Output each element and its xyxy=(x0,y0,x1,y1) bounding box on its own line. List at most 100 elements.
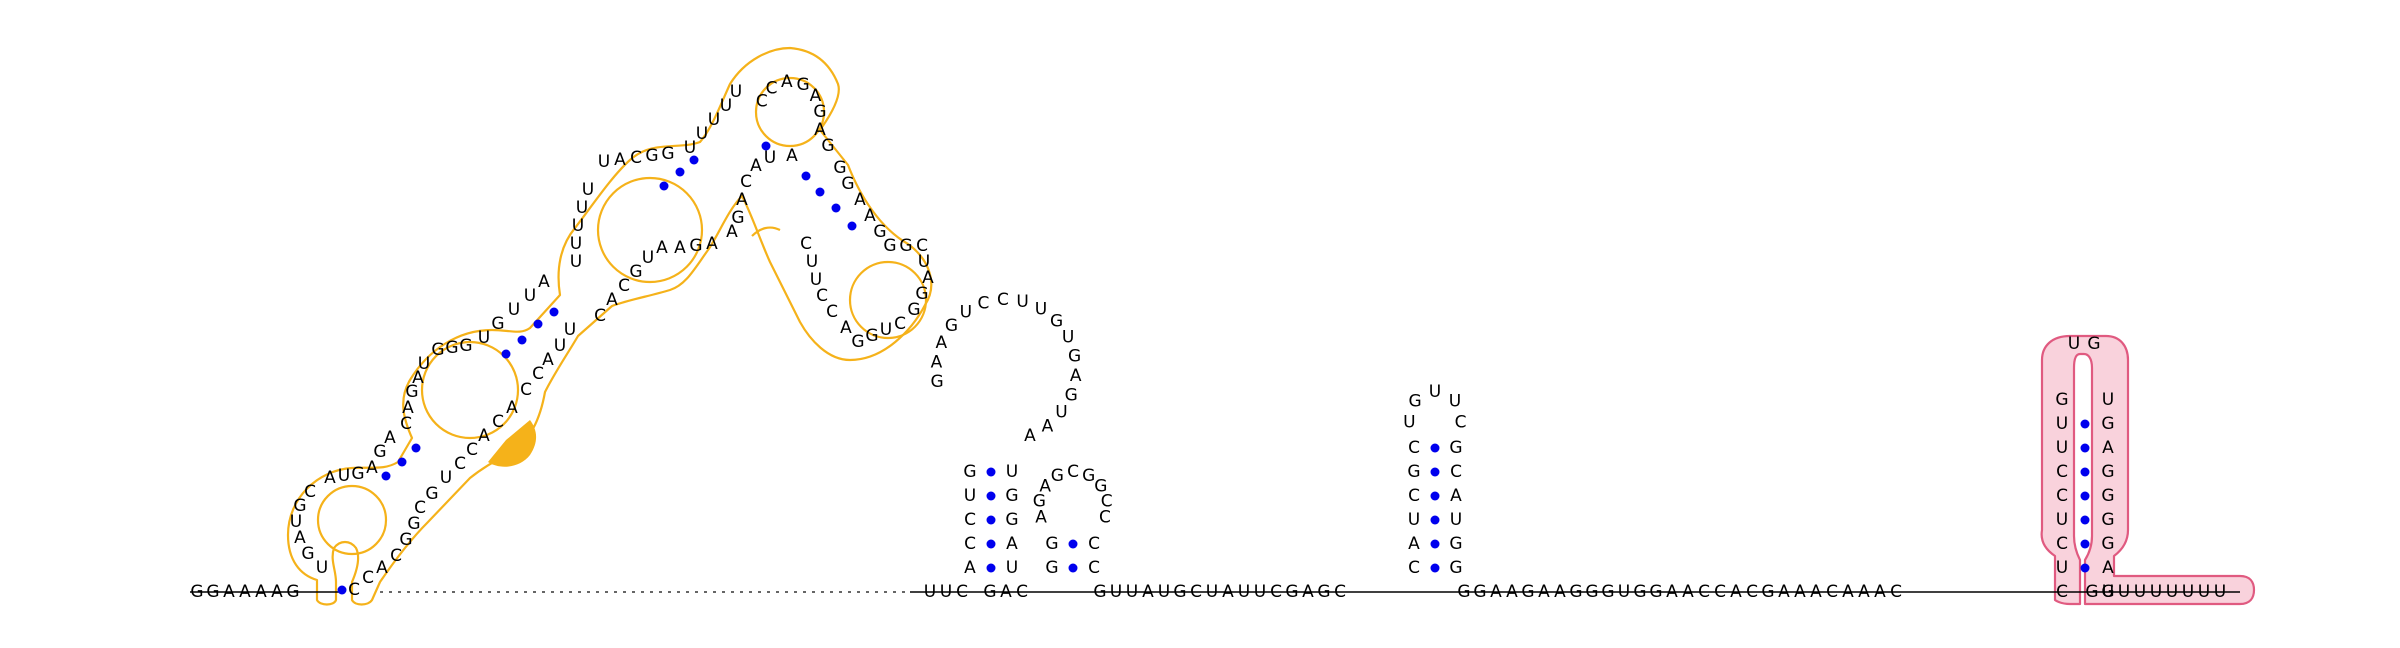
stem-base: U xyxy=(2056,510,2068,530)
nucleotide: U xyxy=(570,252,582,272)
five-prime-base: A xyxy=(271,582,283,602)
base-pair-dot xyxy=(659,181,669,191)
nucleotide: U xyxy=(338,466,350,486)
nucleotide: U xyxy=(708,110,720,130)
loop-base: U xyxy=(1062,328,1074,348)
linker-base: G xyxy=(1601,582,1614,602)
nucleotide: C xyxy=(304,482,316,502)
linker-base: G xyxy=(1093,582,1106,602)
nucleotide: G xyxy=(661,144,674,164)
nucleotide: C xyxy=(630,148,642,168)
nucleotide: U xyxy=(918,252,930,272)
stem-base: G xyxy=(1005,510,1018,530)
linker-base: G xyxy=(1521,582,1534,602)
nucleotide: G xyxy=(883,236,896,256)
nucleotide: C xyxy=(362,568,374,588)
nucleotide: C xyxy=(400,414,412,434)
nucleotide: A xyxy=(840,318,852,338)
nucleotide: G xyxy=(425,484,438,504)
loop-base: U xyxy=(1429,382,1441,402)
three-prime-base: U xyxy=(2198,582,2210,602)
nucleotide: C xyxy=(520,380,532,400)
base-pair-dot xyxy=(2080,443,2090,453)
nucleotide: G xyxy=(293,496,306,516)
base-pair-dot xyxy=(1430,563,1440,573)
stem-base: U xyxy=(2056,414,2068,434)
loop-base: G xyxy=(1408,391,1421,411)
base-pair-dot xyxy=(2080,515,2090,525)
nucleotide: A xyxy=(786,146,798,166)
nucleotide: G xyxy=(629,262,642,282)
linker-base: C xyxy=(1746,582,1758,602)
loop-base: U xyxy=(1449,391,1461,411)
five-prime-base: G xyxy=(206,582,219,602)
nucleotide: U xyxy=(572,216,584,236)
linker-base: G xyxy=(1473,582,1486,602)
linker-base: G xyxy=(1649,582,1662,602)
nucleotide: A xyxy=(736,190,748,210)
loop-base: A xyxy=(1035,508,1047,528)
nucleotide: U xyxy=(290,512,302,532)
nucleotide: G xyxy=(491,314,504,334)
nucleotide: A xyxy=(750,156,762,176)
three-prime-base: U xyxy=(2102,582,2114,602)
nucleotide: A xyxy=(538,272,550,292)
nucleotide: A xyxy=(854,190,866,210)
base-pair-dot xyxy=(1430,515,1440,525)
linker-base: A xyxy=(1142,582,1154,602)
linker-base: C xyxy=(1190,582,1202,602)
nucleotide: G xyxy=(915,284,928,304)
nucleotide: A xyxy=(922,268,934,288)
nucleotide: U xyxy=(642,248,654,268)
linker-base: A xyxy=(1222,582,1234,602)
base-pair-dot xyxy=(2080,539,2090,549)
linker-base: A xyxy=(1778,582,1790,602)
stem-base: C xyxy=(1088,558,1100,578)
nucleotide: A xyxy=(506,398,518,418)
base-pair-dot xyxy=(689,155,699,165)
nucleotide: C xyxy=(916,236,928,256)
base-pair-dot xyxy=(1430,539,1440,549)
stem-base: C xyxy=(1408,486,1420,506)
linker-base: C xyxy=(1270,582,1282,602)
linker-base: A xyxy=(1730,582,1742,602)
stem-base: C xyxy=(2056,486,2068,506)
stem-base: G xyxy=(2101,534,2114,554)
nucleotide: C xyxy=(618,276,630,296)
nucleotide: U xyxy=(730,82,742,102)
base-pair-dot xyxy=(761,141,771,151)
stem-base: C xyxy=(964,510,976,530)
stem-base: A xyxy=(2102,438,2114,458)
stem-base: G xyxy=(1005,486,1018,506)
nucleotide: G xyxy=(689,236,702,256)
stem-base: C xyxy=(1088,534,1100,554)
linker-base: G xyxy=(1569,582,1582,602)
base-pair-dot xyxy=(1068,539,1078,549)
nucleotide: G xyxy=(399,530,412,550)
nucleotide: G xyxy=(833,158,846,178)
base-pair-dot xyxy=(847,221,857,231)
linker-base: A xyxy=(1842,582,1854,602)
linker-base: C xyxy=(1016,582,1028,602)
base-pair-dot xyxy=(675,167,685,177)
base-pair-dot xyxy=(517,335,527,345)
nucleotide: A xyxy=(384,428,396,448)
nucleotide: C xyxy=(756,92,768,112)
loop-base: G xyxy=(1068,346,1081,366)
linker-base: A xyxy=(1000,582,1012,602)
stem-base: G xyxy=(1045,558,1058,578)
linker-base: A xyxy=(1858,582,1870,602)
linker-base: U xyxy=(1110,582,1122,602)
nucleotide: U xyxy=(576,198,588,218)
nucleotide: C xyxy=(414,498,426,518)
loop-base: A xyxy=(936,333,948,353)
linker-base: U xyxy=(1254,582,1266,602)
loop-base: C xyxy=(1067,462,1079,482)
base-pair-dot xyxy=(411,443,421,453)
base-pair-dot xyxy=(2080,563,2090,573)
loop-base: G xyxy=(1050,312,1063,332)
stem-base: A xyxy=(1408,534,1420,554)
stem-base: U xyxy=(2102,390,2114,410)
nucleotide: C xyxy=(826,302,838,322)
